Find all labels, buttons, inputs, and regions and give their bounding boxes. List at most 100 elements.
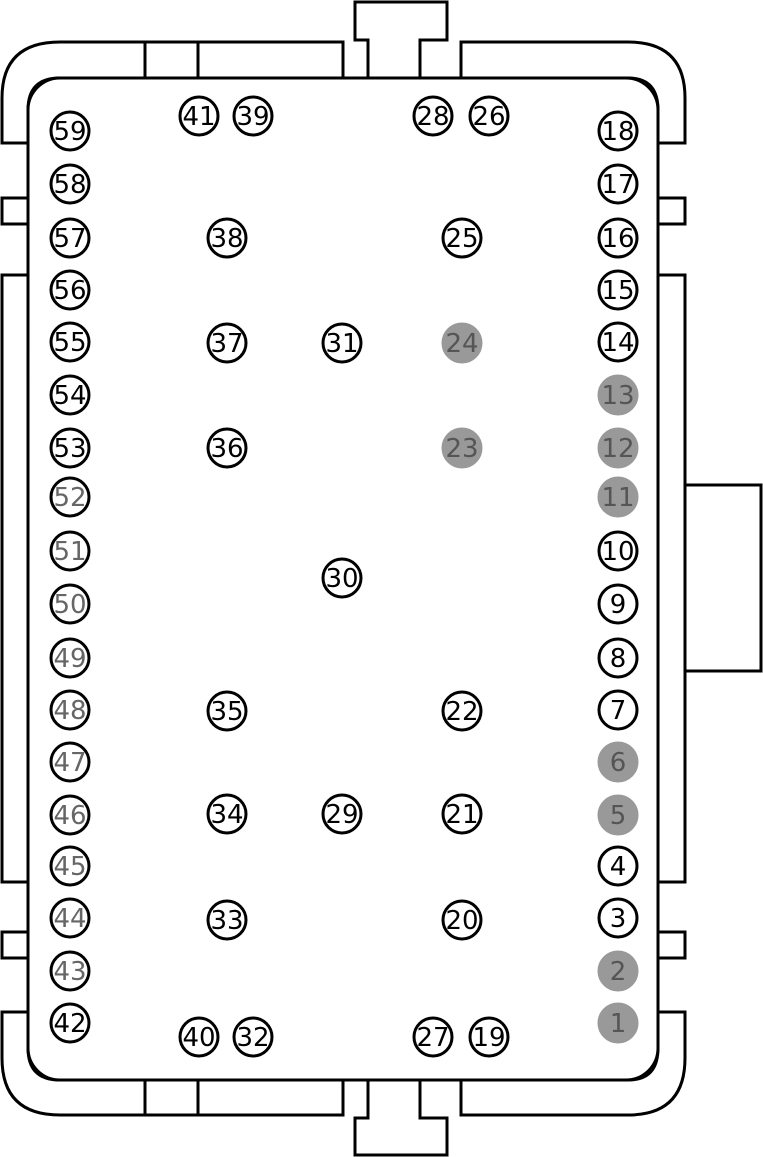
pin-label: 15 (601, 276, 634, 306)
pin-31: 31 (321, 322, 363, 364)
pin-15: 15 (597, 269, 639, 311)
pin-14: 14 (597, 321, 639, 363)
pin-label: 43 (53, 957, 86, 987)
pin-label: 40 (182, 1023, 215, 1053)
pin-label: 42 (53, 1009, 86, 1039)
pin-circle (49, 845, 91, 887)
pin-circle (49, 321, 91, 363)
pin-label: 2 (610, 957, 627, 987)
latch-bottom (353, 1078, 449, 1157)
left-rail (0, 273, 30, 884)
pin-label: 46 (53, 801, 86, 831)
pin-label: 58 (53, 170, 86, 200)
pin-22: 22 (441, 690, 483, 732)
pin-circle (441, 322, 483, 364)
pin-circle (49, 476, 91, 518)
pin-label: 23 (445, 434, 478, 464)
pin-23: 23 (441, 427, 483, 469)
pin-25: 25 (441, 217, 483, 259)
pin-circle (597, 269, 639, 311)
pin-53: 53 (49, 427, 91, 469)
pin-24: 24 (441, 322, 483, 364)
pin-47: 47 (49, 741, 91, 783)
pin-label: 49 (53, 644, 86, 674)
pin-circle (49, 637, 91, 679)
pin-label: 11 (601, 483, 634, 513)
pin-11: 11 (597, 476, 639, 518)
pin-5: 5 (597, 794, 639, 836)
pin-44: 44 (49, 897, 91, 939)
pin-label: 45 (53, 852, 86, 882)
pin-16: 16 (597, 217, 639, 259)
pin-label: 24 (445, 329, 478, 359)
pin-label: 57 (53, 224, 86, 254)
pin-label: 12 (601, 434, 634, 464)
pin-circle (178, 1016, 220, 1058)
pin-42: 42 (49, 1002, 91, 1044)
pin-48: 48 (49, 689, 91, 731)
pin-label: 52 (53, 483, 86, 513)
pin-10: 10 (597, 530, 639, 572)
pin-circle (49, 374, 91, 416)
pin-33: 33 (206, 899, 248, 941)
pin-41: 41 (178, 95, 220, 137)
pin-label: 48 (53, 696, 86, 726)
pin-label: 21 (445, 800, 478, 830)
pin-circle (412, 1016, 454, 1058)
pin-label: 28 (416, 102, 449, 132)
pin-circle (597, 794, 639, 836)
pin-circle (597, 897, 639, 939)
pin-20: 20 (441, 899, 483, 941)
pin-circle (49, 950, 91, 992)
pin-circle (49, 530, 91, 572)
pin-circle (49, 741, 91, 783)
pin-circle (441, 690, 483, 732)
pin-12: 12 (597, 427, 639, 469)
pin-circle (412, 95, 454, 137)
pins: 1234567891011121314151617181920212223242… (49, 95, 639, 1058)
pin-28: 28 (412, 95, 454, 137)
pin-circle (597, 163, 639, 205)
pin-circle (321, 793, 363, 835)
pin-circle (49, 794, 91, 836)
pin-label: 16 (601, 224, 634, 254)
pin-36: 36 (206, 427, 248, 469)
pin-label: 1 (610, 1009, 627, 1039)
pin-circle (321, 557, 363, 599)
pin-circle (597, 950, 639, 992)
pin-32: 32 (232, 1016, 274, 1058)
pin-label: 13 (601, 381, 634, 411)
pin-58: 58 (49, 163, 91, 205)
pin-26: 26 (468, 95, 510, 137)
pin-label: 19 (472, 1023, 505, 1053)
pin-label: 36 (210, 434, 243, 464)
pin-1: 1 (597, 1002, 639, 1044)
pin-circle (468, 95, 510, 137)
pin-circle (468, 1016, 510, 1058)
pin-label: 8 (610, 644, 627, 674)
right-key (683, 483, 763, 673)
pin-49: 49 (49, 637, 91, 679)
pin-label: 39 (236, 102, 269, 132)
pin-7: 7 (597, 689, 639, 731)
pin-43: 43 (49, 950, 91, 992)
pin-circle (597, 476, 639, 518)
pin-label: 38 (210, 224, 243, 254)
pin-57: 57 (49, 217, 91, 259)
left-tab-lower (0, 930, 30, 960)
pin-label: 51 (53, 537, 86, 567)
pin-circle (178, 95, 220, 137)
left-tab-upper (0, 196, 30, 226)
pin-circle (232, 95, 274, 137)
pin-label: 18 (601, 117, 634, 147)
pin-52: 52 (49, 476, 91, 518)
pin-4: 4 (597, 845, 639, 887)
pin-circle (597, 1002, 639, 1044)
pin-3: 3 (597, 897, 639, 939)
pin-label: 9 (610, 590, 627, 620)
right-rail (656, 273, 687, 884)
pin-label: 34 (210, 800, 243, 830)
pin-label: 29 (325, 800, 358, 830)
latch-top (353, 0, 449, 80)
